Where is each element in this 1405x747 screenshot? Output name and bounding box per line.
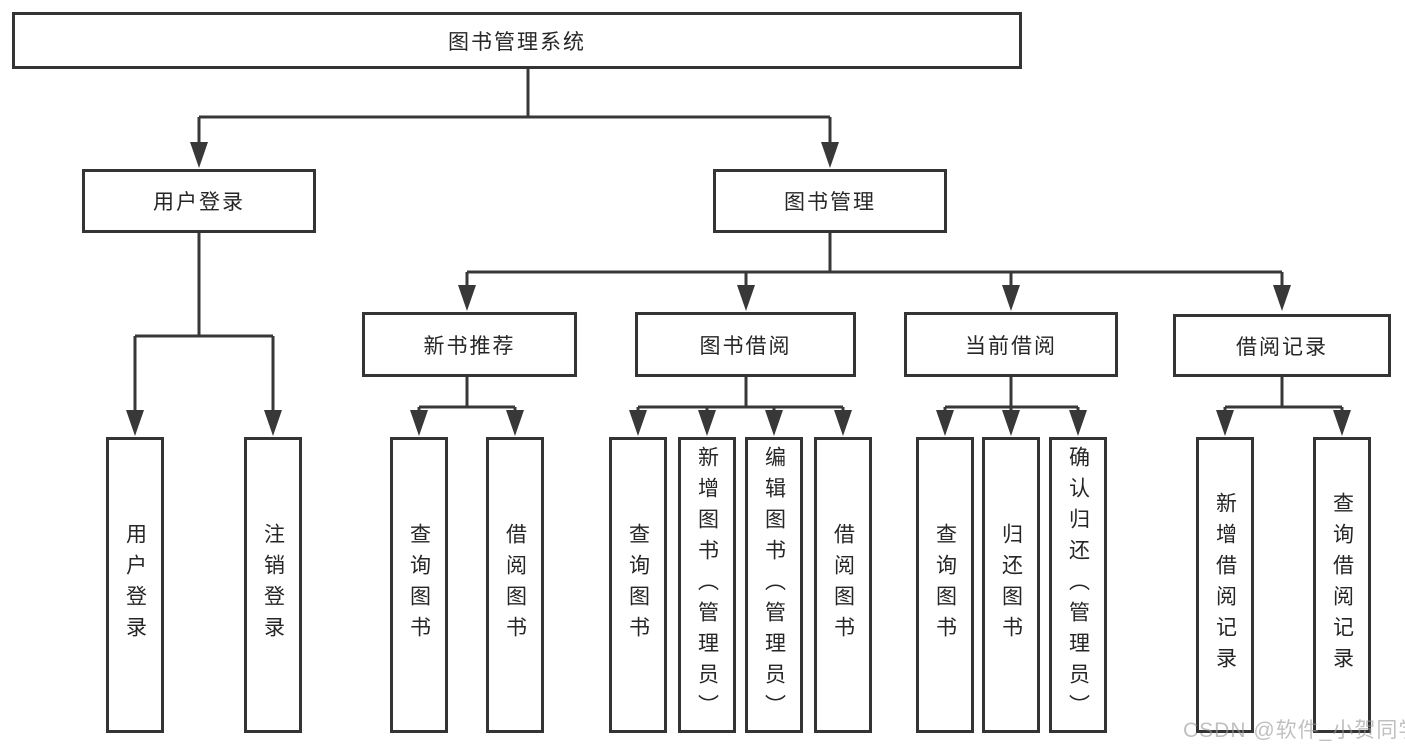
- leaf-bb-borrow-books: 借阅图书: [814, 437, 872, 733]
- leaf-label: 查询借阅记录: [1330, 492, 1354, 678]
- connector-book-mgmt: [467, 233, 1282, 274]
- leaf-label: 归还图书: [999, 523, 1023, 647]
- csdn-watermark: CSDN @软件_小贺同学: [1183, 719, 1405, 742]
- arrowhead: [1002, 285, 1020, 311]
- arrowhead: [410, 410, 428, 436]
- connector-book-borrow: [638, 377, 843, 409]
- node-borrow-records: 借阅记录: [1173, 314, 1391, 377]
- node-label: 用户登录: [153, 191, 245, 214]
- arrowhead: [506, 410, 524, 436]
- leaf-label: 新增图书（管理员）: [695, 445, 719, 725]
- arrowhead: [698, 410, 716, 436]
- arrowhead: [190, 142, 208, 168]
- arrowhead: [936, 410, 954, 436]
- arrowhead: [737, 285, 755, 311]
- node-book-management: 图书管理: [713, 169, 947, 233]
- arrowhead: [264, 410, 282, 436]
- leaf-label: 编辑图书（管理员）: [762, 445, 786, 725]
- leaf-logout: 注销登录: [244, 437, 302, 733]
- leaf-label: 新增借阅记录: [1213, 492, 1237, 678]
- leaf-nbr-borrow-books: 借阅图书: [486, 437, 544, 733]
- node-book-borrow: 图书借阅: [635, 312, 856, 377]
- arrowhead: [1333, 410, 1351, 436]
- leaf-label: 借阅图书: [831, 523, 855, 647]
- leaf-cb-confirm-return-admin: 确认归还（管理员）: [1049, 437, 1107, 733]
- leaf-label: 用户登录: [123, 523, 147, 647]
- leaf-br-query-record: 查询借阅记录: [1313, 437, 1371, 733]
- arrowhead: [1002, 410, 1020, 436]
- leaf-br-add-record: 新增借阅记录: [1196, 437, 1254, 733]
- leaf-cb-query-books: 查询图书: [916, 437, 974, 733]
- node-user-login: 用户登录: [82, 169, 316, 233]
- leaf-bb-edit-books-admin: 编辑图书（管理员）: [745, 437, 803, 733]
- leaf-label: 查询图书: [407, 523, 431, 647]
- leaf-nbr-query-books: 查询图书: [390, 437, 448, 733]
- connector-current-borrow: [945, 377, 1078, 409]
- connector-new-book-rec: [419, 377, 515, 409]
- node-label: 图书管理系统: [448, 30, 586, 54]
- arrowhead: [1216, 410, 1234, 436]
- leaf-label: 注销登录: [261, 523, 285, 647]
- arrowhead: [834, 410, 852, 436]
- leaf-user-login: 用户登录: [106, 437, 164, 733]
- arrowheads: [126, 142, 1351, 436]
- leaf-cb-return-books: 归还图书: [982, 437, 1040, 733]
- arrowhead: [629, 410, 647, 436]
- leaf-label: 查询图书: [626, 523, 650, 647]
- node-label: 新书推荐: [423, 334, 516, 358]
- connector-borrow-records: [1225, 377, 1342, 409]
- node-label: 借阅记录: [1236, 335, 1328, 359]
- leaf-bb-query-books: 查询图书: [609, 437, 667, 733]
- leaf-label: 查询图书: [933, 523, 957, 647]
- leaf-label: 借阅图书: [503, 523, 527, 647]
- connector-user-login: [135, 233, 273, 338]
- node-current-borrow: 当前借阅: [904, 312, 1118, 377]
- arrowhead: [458, 285, 476, 311]
- node-new-book-recommend: 新书推荐: [362, 312, 577, 377]
- node-label: 图书借阅: [699, 334, 792, 358]
- arrowhead: [765, 410, 783, 436]
- node-library-system-root: 图书管理系统: [12, 12, 1022, 69]
- leaf-label: 确认归还（管理员）: [1066, 445, 1090, 725]
- connector-root: [199, 69, 830, 119]
- node-label: 当前借阅: [965, 334, 1057, 358]
- arrowhead: [1273, 285, 1291, 311]
- arrowhead: [821, 142, 839, 168]
- arrowhead: [126, 410, 144, 436]
- node-label: 图书管理: [784, 191, 876, 214]
- arrowhead: [1069, 410, 1087, 436]
- leaf-bb-add-books-admin: 新增图书（管理员）: [678, 437, 736, 733]
